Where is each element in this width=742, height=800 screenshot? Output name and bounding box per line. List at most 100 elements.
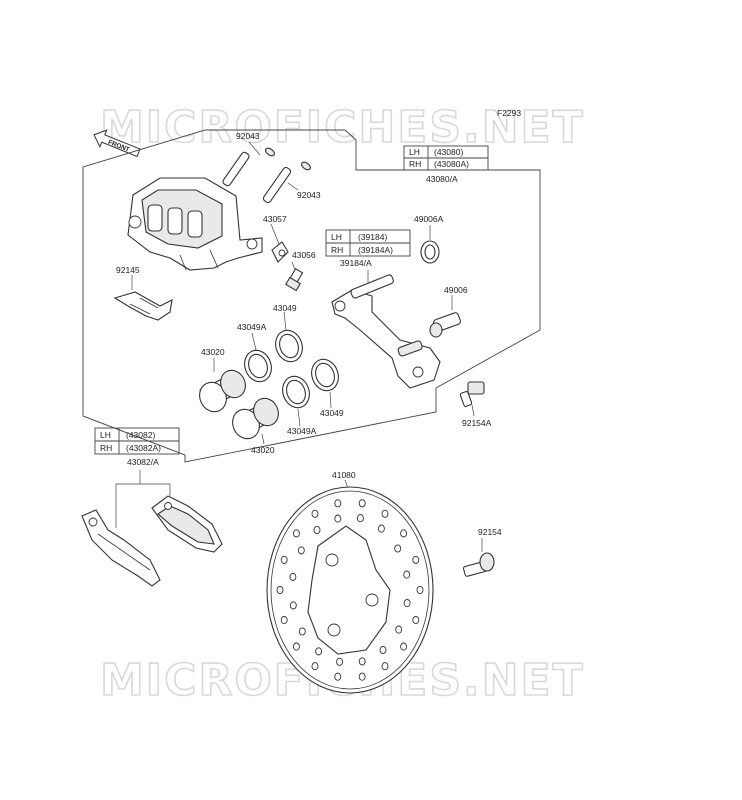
disc-vent-hole — [377, 524, 385, 533]
table-43082-lh-side: LH — [100, 430, 111, 440]
leader-43057 — [270, 223, 280, 245]
frame-edge — [82, 415, 186, 456]
part-label-43049-upper: 43049 — [273, 303, 297, 313]
table-39184-rh-side: RH — [331, 245, 343, 255]
part-label-43082a: 43082/A — [127, 457, 159, 467]
part-label-92145: 92145 — [116, 265, 140, 275]
disc-vent-hole — [358, 499, 366, 508]
piston-lower — [232, 397, 279, 440]
disc-vent-hole — [379, 645, 387, 655]
watermark-top: MICROFICHES.NET — [100, 102, 585, 153]
dust-seal-lower — [311, 358, 339, 392]
table-43080-lh-code: (43080) — [434, 147, 463, 157]
piston-seal-upper — [244, 349, 272, 383]
disc-vent-hole — [381, 509, 389, 518]
disc-vent-hole — [416, 585, 424, 595]
disc-vent-hole — [280, 555, 288, 564]
part-label-43057: 43057 — [263, 214, 287, 224]
part-label-43049a-upper: 43049A — [237, 322, 267, 332]
disc-vent-hole — [313, 525, 321, 535]
leader-43082a — [115, 483, 171, 528]
leader-43020-lower — [261, 433, 265, 445]
disc-vent-hole — [412, 616, 420, 625]
table-43082-rh-code: (43082A) — [126, 443, 161, 453]
leader-92154a — [471, 404, 475, 417]
disc-vent-hole — [394, 544, 402, 553]
part-label-92043b: 92043 — [297, 190, 321, 200]
disc-vent-hole — [400, 529, 408, 538]
disc-vent-hole — [315, 647, 323, 656]
caliper-bracket — [331, 274, 441, 389]
table-43080-rh-code: (43080A) — [434, 159, 469, 169]
table-39184-lh-code: (39184) — [358, 232, 387, 242]
disc-vent-holes — [276, 499, 424, 681]
disc-vent-hole — [381, 662, 389, 671]
bleeder-valve — [285, 268, 304, 292]
leader-43049-upper — [283, 311, 287, 331]
table-43080: LH (43080) RH (43080A) — [403, 145, 489, 171]
part-label-92154: 92154 — [478, 527, 502, 537]
part-label-39184a: 39184/A — [340, 258, 372, 268]
disc-vent-hole — [412, 555, 420, 564]
disc-vent-hole — [334, 514, 342, 523]
part-label-92154a: 92154A — [462, 418, 492, 428]
caliper-body — [127, 177, 263, 271]
caliper-assembly-frame — [82, 129, 541, 463]
brake-pad-right — [151, 495, 223, 553]
brake-disc — [266, 486, 434, 694]
disc-vent-hole — [356, 514, 364, 523]
disc-vent-hole — [311, 662, 319, 671]
pad-spring — [113, 291, 173, 321]
disc-vent-hole — [403, 570, 411, 579]
piston-seal-lower — [282, 375, 310, 409]
figure-code: F2293 — [497, 108, 521, 118]
table-43080-rh-side: RH — [409, 159, 421, 169]
disc-vent-hole — [334, 499, 342, 508]
part-label-43020-lower: 43020 — [251, 445, 275, 455]
table-43080-lh-side: LH — [409, 147, 420, 157]
part-label-92043a: 92043 — [236, 131, 260, 141]
part-label-43020-upper: 43020 — [201, 347, 225, 357]
brake-pad-left — [81, 509, 161, 587]
slide-pin-upper — [222, 141, 275, 187]
disc-vent-hole — [289, 572, 297, 581]
dust-seal-upper — [275, 329, 303, 363]
disc-vent-hole — [400, 642, 408, 651]
disc-vent-hole — [280, 616, 288, 625]
disc-vent-hole — [395, 625, 403, 634]
bleed-cap — [271, 241, 289, 263]
leader-43049a-upper — [251, 332, 257, 351]
table-43082-lh-code: (43082) — [126, 430, 155, 440]
table-39184: LH (39184) RH (39184A) — [325, 229, 411, 257]
disc-vent-hole — [403, 599, 411, 608]
part-label-41080: 41080 — [332, 470, 356, 480]
table-43082: LH (43082) RH (43082A) — [94, 427, 180, 455]
disc-vent-hole — [358, 672, 366, 681]
disc-vent-hole — [336, 657, 344, 666]
part-label-43049-lower: 43049 — [320, 408, 344, 418]
disc-vent-hole — [292, 529, 300, 538]
table-39184-lh-side: LH — [331, 232, 342, 242]
disc-vent-hole — [298, 627, 306, 636]
table-43082-rh-side: RH — [100, 443, 112, 453]
disc-vent-hole — [292, 642, 300, 651]
slide-pin-lower — [262, 161, 311, 204]
rubber-boot — [420, 240, 440, 264]
piston-upper — [199, 369, 246, 413]
part-label-43056: 43056 — [292, 250, 316, 260]
disc-bolt — [462, 552, 495, 577]
leader-43049a-lower — [297, 408, 301, 427]
disc-vent-hole — [276, 585, 284, 595]
part-label-49006a: 49006A — [414, 214, 444, 224]
bracket-bush — [429, 312, 461, 338]
disc-vent-hole — [297, 546, 305, 555]
part-label-43049a-lower: 43049A — [287, 426, 317, 436]
part-label-49006: 49006 — [444, 285, 468, 295]
disc-vent-hole — [289, 601, 297, 610]
part-label-43080a: 43080/A — [426, 174, 458, 184]
disc-vent-hole — [311, 509, 319, 518]
leader-43049-lower — [329, 391, 332, 409]
disc-vent-hole — [334, 672, 342, 681]
disc-vent-hole — [358, 657, 366, 666]
